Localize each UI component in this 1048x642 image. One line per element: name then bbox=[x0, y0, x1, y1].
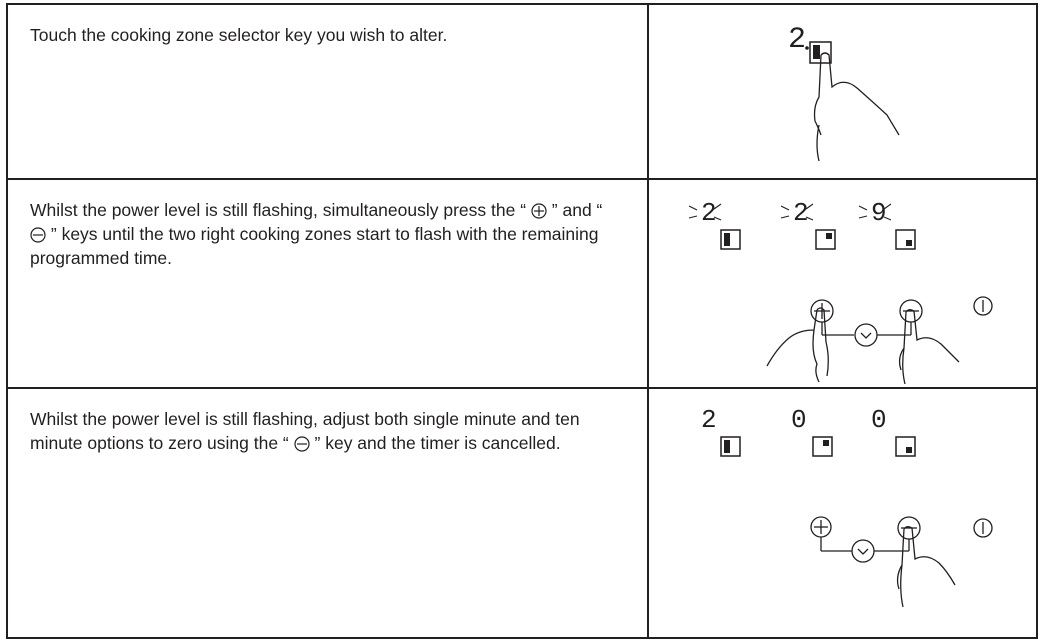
step-2-text-part-3: ” keys until the two right cooking zones… bbox=[30, 224, 599, 268]
svg-text:2: 2 bbox=[788, 23, 806, 57]
step-3-text-part-1: Whilst the power level is still flashing… bbox=[30, 409, 580, 453]
flashing-zone-display-3: 9 bbox=[858, 198, 916, 250]
step-2-text: Whilst the power level is still flashing… bbox=[30, 198, 620, 270]
flashing-zone-display-2: 2 bbox=[780, 198, 836, 250]
finger-icon bbox=[813, 52, 900, 162]
step-1-illustration: 2 bbox=[649, 5, 1036, 178]
zone-display-3: 0 bbox=[871, 405, 916, 457]
timer-key-icon bbox=[851, 539, 875, 563]
flashing-zone-display-1: 2 bbox=[688, 198, 741, 250]
instruction-table: Touch the cooking zone selector key you … bbox=[6, 3, 1038, 639]
power-key-icon bbox=[973, 296, 993, 316]
zone-display-2: 0 bbox=[791, 405, 833, 457]
svg-text:0: 0 bbox=[871, 405, 887, 435]
step-3-text-part-2: ” key and the timer is cancelled. bbox=[314, 433, 561, 453]
step-row-3: Whilst the power level is still flashing… bbox=[8, 389, 1036, 639]
step-2-illustration: 2 2 9 bbox=[649, 180, 1036, 387]
svg-text:2: 2 bbox=[701, 198, 717, 228]
step-3-figure: 2 0 0 bbox=[701, 405, 993, 608]
svg-text:0: 0 bbox=[791, 405, 807, 435]
column-divider bbox=[647, 5, 649, 637]
minus-key-icon bbox=[30, 227, 46, 243]
minus-key-icon bbox=[294, 436, 310, 452]
svg-text:2: 2 bbox=[793, 198, 809, 228]
step-2-figure: 2 2 9 bbox=[688, 198, 993, 385]
step-1-figure: 2 bbox=[788, 23, 900, 162]
finger-icon bbox=[898, 309, 960, 385]
minus-key-icon bbox=[897, 516, 921, 540]
step-3-illustration: 2 0 0 bbox=[649, 389, 1036, 639]
display-digit: 2 bbox=[788, 23, 806, 57]
decimal-point bbox=[805, 46, 809, 50]
step-row-2: Whilst the power level is still flashing… bbox=[8, 180, 1036, 387]
finger-icon bbox=[766, 307, 829, 383]
finger-icon bbox=[896, 526, 956, 608]
row-divider bbox=[8, 387, 1036, 389]
plus-key-icon bbox=[810, 299, 834, 323]
step-1-text: Touch the cooking zone selector key you … bbox=[30, 25, 448, 45]
svg-text:2: 2 bbox=[701, 405, 717, 435]
step-2-text-part-2: ” and “ bbox=[551, 200, 603, 220]
plus-key-icon bbox=[810, 516, 832, 538]
power-key-icon bbox=[973, 518, 993, 538]
step-3-text: Whilst the power level is still flashing… bbox=[30, 407, 620, 455]
plus-key-icon bbox=[531, 203, 547, 219]
step-2-text-part-1: Whilst the power level is still flashing… bbox=[30, 200, 527, 220]
svg-text:9: 9 bbox=[871, 198, 887, 228]
minus-key-icon bbox=[899, 299, 923, 323]
zone-display-1: 2 bbox=[701, 405, 741, 457]
timer-key-icon bbox=[854, 323, 878, 347]
step-row-1: Touch the cooking zone selector key you … bbox=[8, 5, 1036, 178]
row-divider bbox=[8, 178, 1036, 180]
